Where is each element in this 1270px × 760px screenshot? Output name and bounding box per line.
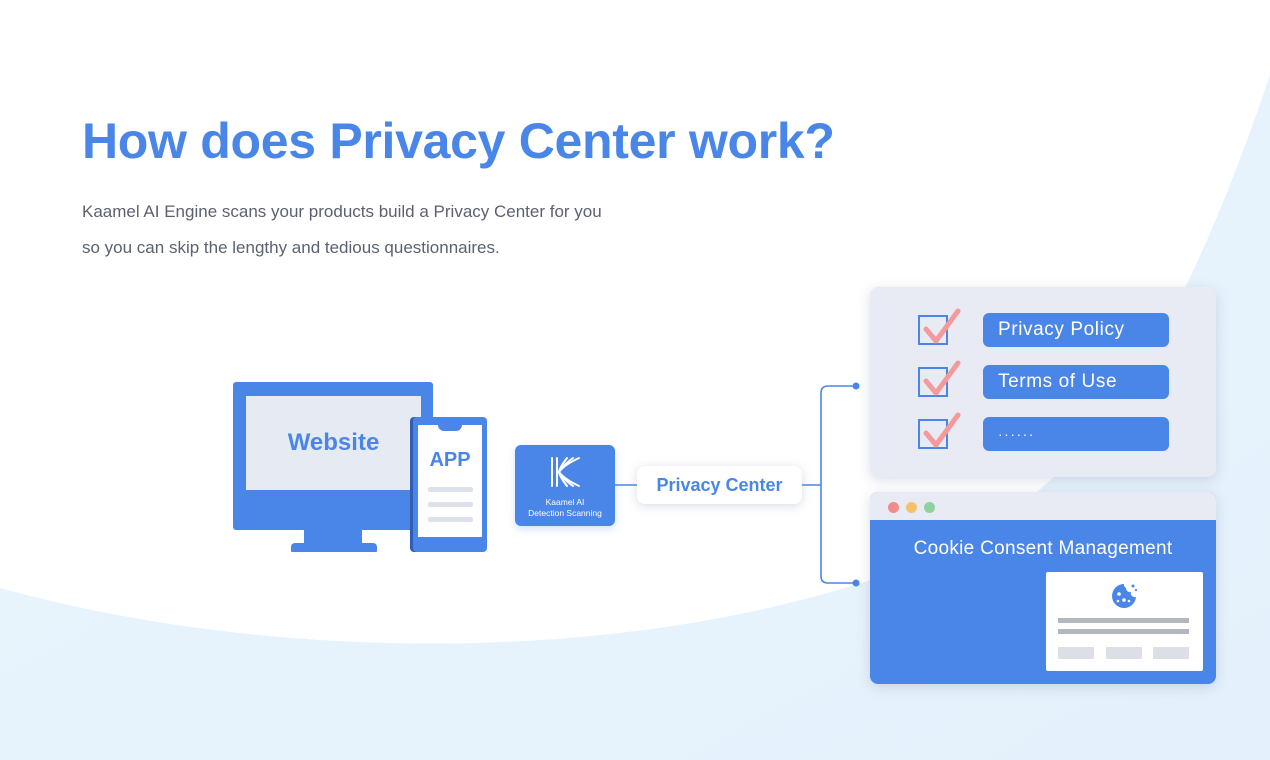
- browser-title-bar: [870, 492, 1216, 520]
- page-subtitle: Kaamel AI Engine scans your products bui…: [82, 194, 602, 266]
- phone-notch: [438, 424, 462, 431]
- subtitle-line-1: Kaamel AI Engine scans your products bui…: [82, 202, 602, 221]
- website-label: Website: [246, 396, 421, 490]
- banner-text-line: [1058, 618, 1189, 623]
- phone-content-line: [428, 502, 473, 507]
- engine-label-line-2: Detection Scanning: [528, 508, 602, 518]
- connector-branch: [820, 385, 856, 584]
- page-title: How does Privacy Center work?: [82, 113, 835, 169]
- check-mark-icon: [923, 360, 961, 396]
- cookie-consent-card: Cookie Consent Management: [870, 492, 1216, 684]
- privacy-center-label: Privacy Center: [637, 466, 802, 504]
- phone-content-line: [428, 487, 473, 492]
- monitor-stand-neck: [304, 530, 362, 544]
- cookie-icon: [1112, 584, 1138, 608]
- subtitle-line-2: so you can skip the lengthy and tedious …: [82, 238, 500, 257]
- connector-dot-bottom: [852, 579, 860, 587]
- document-label: ······: [983, 417, 1169, 451]
- banner-text-line: [1058, 629, 1189, 634]
- document-label: Terms of Use: [983, 365, 1169, 399]
- banner-button-placeholder: [1106, 647, 1142, 659]
- engine-label-line-1: Kaamel AI: [545, 497, 585, 507]
- document-label: Privacy Policy: [983, 313, 1169, 347]
- window-minimize-dot: [906, 502, 917, 513]
- documents-card: Privacy Policy Terms of Use ······: [870, 287, 1216, 477]
- monitor-stand-base: [291, 543, 377, 552]
- check-mark-icon: [923, 308, 961, 344]
- mobile-phone: APP: [413, 417, 487, 552]
- kaamel-logo-icon: [551, 457, 580, 487]
- window-maximize-dot: [924, 502, 935, 513]
- kaamel-engine-box: Kaamel AI Detection Scanning: [515, 445, 615, 526]
- window-close-dot: [888, 502, 899, 513]
- banner-button-placeholder: [1058, 647, 1094, 659]
- document-item-privacy-policy: Privacy Policy: [916, 307, 1216, 347]
- connector-dot-top: [852, 382, 860, 390]
- desktop-monitor: Website: [233, 382, 433, 530]
- check-mark-icon: [923, 412, 961, 448]
- app-label: APP: [429, 449, 471, 471]
- phone-content-line: [428, 517, 473, 522]
- engine-label: Kaamel AI Detection Scanning: [515, 497, 615, 519]
- phone-screen: APP: [418, 424, 482, 537]
- banner-button-placeholder: [1153, 647, 1189, 659]
- cookie-consent-title: Cookie Consent Management: [913, 538, 1173, 559]
- consent-banner-mock: [1046, 572, 1203, 671]
- document-item-terms-of-use: Terms of Use: [916, 359, 1216, 399]
- document-item-more: ······: [916, 411, 1216, 451]
